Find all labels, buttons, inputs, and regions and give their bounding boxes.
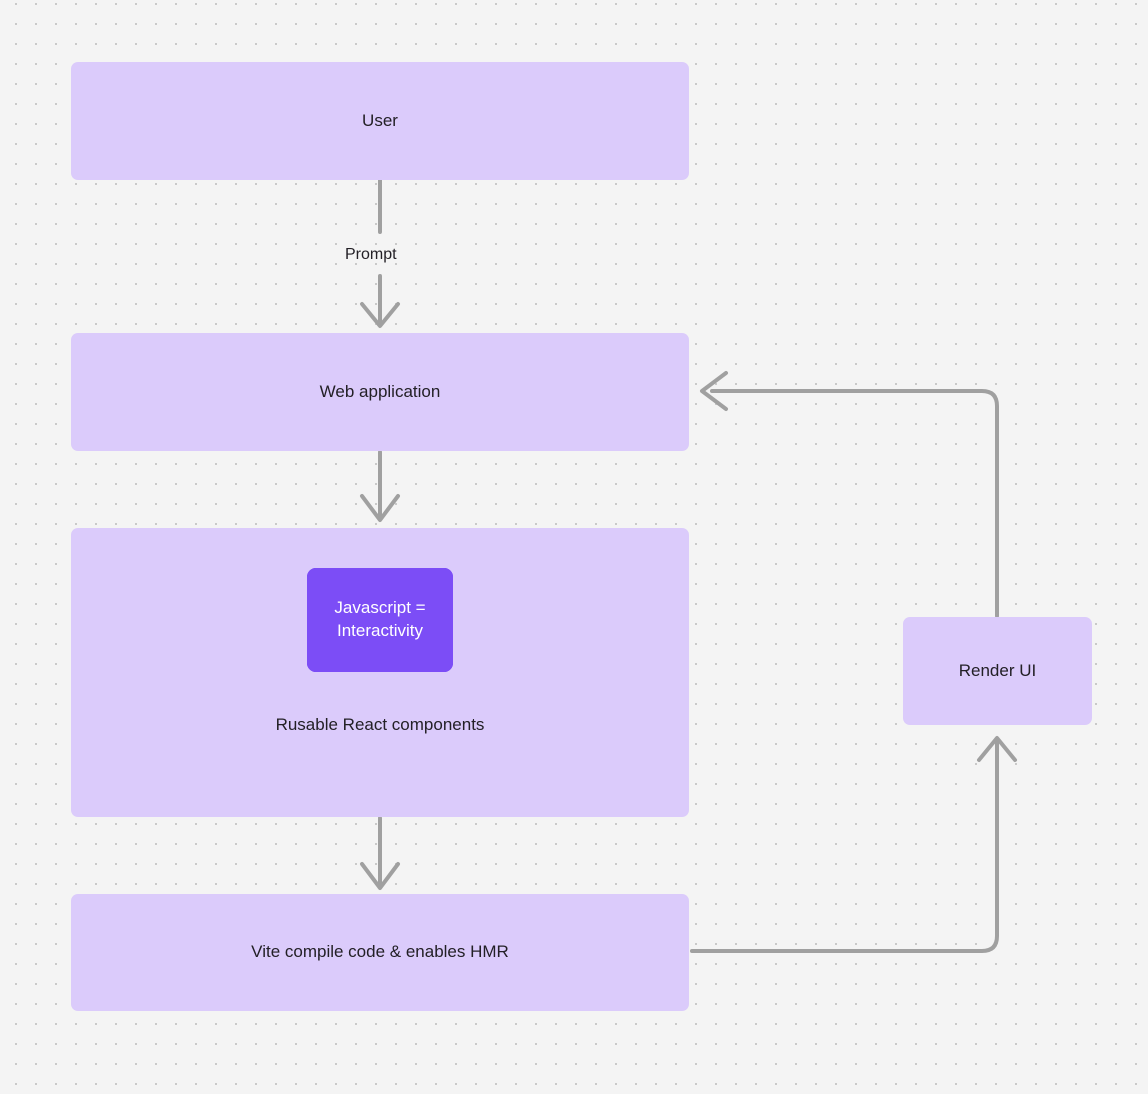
node-javascript-label: Javascript = Interactivity: [334, 597, 425, 643]
edge-user-to-web-arrowhead: [360, 302, 400, 328]
edge-web-to-components-arrowhead: [360, 494, 400, 522]
node-vite[interactable]: Vite compile code & enables HMR: [71, 894, 689, 1011]
edge-render-to-web: [710, 389, 999, 618]
node-user[interactable]: User: [71, 62, 689, 180]
node-components-group-caption: Rusable React components: [275, 715, 485, 734]
node-javascript-line2: Interactivity: [337, 621, 423, 640]
node-user-label: User: [362, 110, 398, 130]
edge-render-to-web-arrowhead: [700, 371, 728, 411]
node-web-application-label: Web application: [319, 381, 441, 401]
edge-vite-to-render-arrowhead: [977, 736, 1017, 762]
node-javascript[interactable]: Javascript = Interactivity: [307, 568, 453, 672]
edge-vite-to-render: [690, 740, 999, 953]
edge-components-to-vite-arrowhead: [360, 862, 400, 890]
node-render-ui[interactable]: Render UI: [903, 617, 1092, 725]
node-javascript-line1: Javascript =: [334, 598, 426, 618]
node-web-application[interactable]: Web application: [71, 333, 689, 451]
node-vite-label: Vite compile code & enables HMR: [251, 942, 509, 962]
node-components-group[interactable]: HTML = structure CSS = Styles & Layouts …: [71, 528, 689, 817]
edge-label-prompt: Prompt: [345, 246, 397, 263]
node-render-ui-label: Render UI: [958, 660, 1037, 680]
